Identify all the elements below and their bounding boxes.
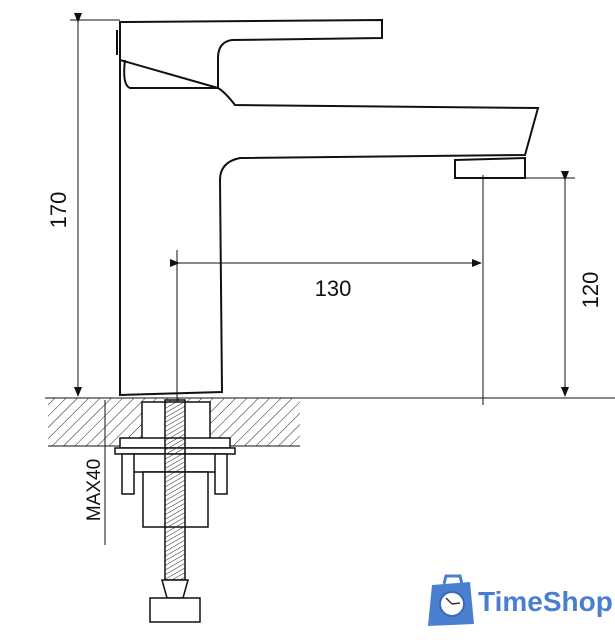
dimension-max40-label: MAX40 [84,459,105,521]
faucet-body [116,18,540,397]
timeshop-logo-icon [428,574,474,626]
dimension-120-label: 120 [578,272,603,309]
dimension-130-label: 130 [315,276,352,301]
timeshop-logo-text: TimeShop [478,586,613,617]
dimension-lines [70,13,575,545]
mounting-hardware [114,399,236,623]
dimension-170-label: 170 [46,192,71,229]
